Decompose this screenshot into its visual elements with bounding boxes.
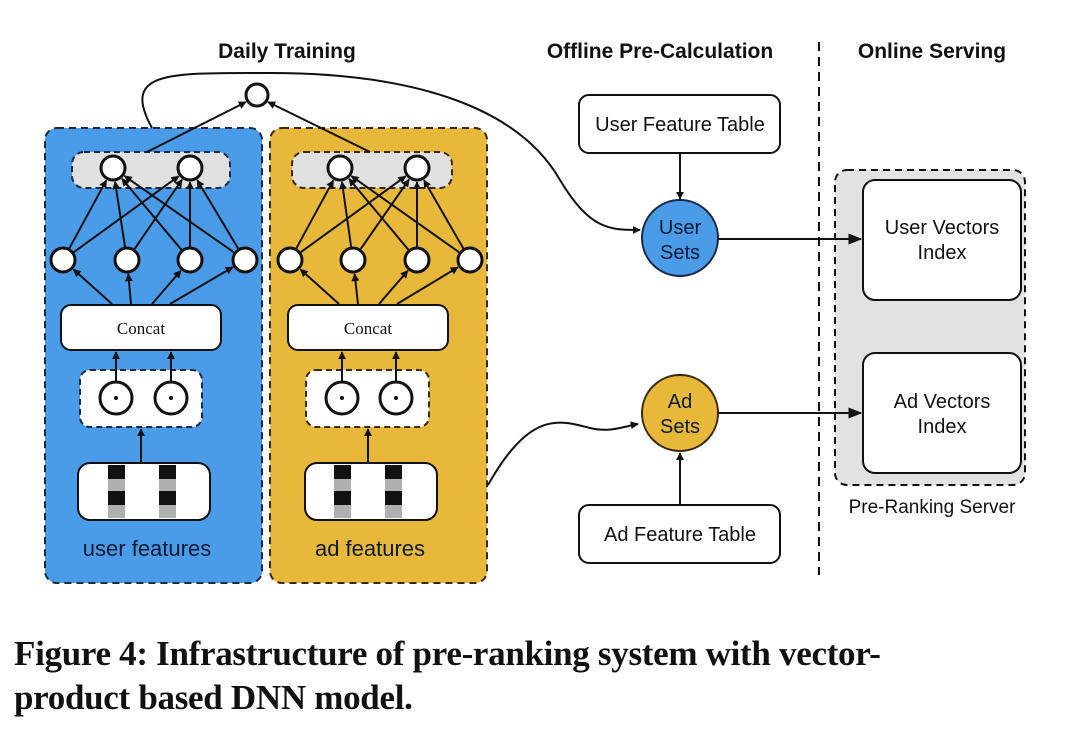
ad-tower: Concat ad features <box>269 127 488 584</box>
dot-icon <box>394 396 398 400</box>
user-hidden-node <box>113 246 141 274</box>
ad-concat-label: Concat <box>344 319 392 338</box>
user-feature-input <box>77 462 211 521</box>
user-sets-label-line2: Sets <box>660 242 700 264</box>
user-concat-to-hidden-edge <box>124 273 133 305</box>
ad-feature-bars-icon <box>334 465 402 518</box>
user-mlp-edge <box>196 179 240 251</box>
dot-icon <box>114 396 118 400</box>
user-sets-label-line1: User <box>659 217 702 239</box>
ad-sets-label-line1: Ad <box>668 391 692 413</box>
user-output-node <box>176 154 204 182</box>
user-concat-label: Concat <box>117 319 165 338</box>
section-title-daily-training: Daily Training <box>218 40 356 63</box>
ad-feature-input <box>304 462 438 521</box>
ad-vectors-index-label-line1: Ad Vectors <box>894 391 991 413</box>
user-feature-table-label: User Feature Table <box>595 114 765 136</box>
dot-icon <box>340 396 344 400</box>
user-hidden-node <box>176 246 204 274</box>
ad-to-similarity-edge <box>267 101 371 153</box>
ad-sets-label-line2: Sets <box>660 416 700 438</box>
ad-hidden-node <box>456 246 484 274</box>
ad-feature-table-box <box>578 504 781 564</box>
pre-ranking-server-label: Pre-Ranking Server <box>849 497 1017 518</box>
ad-hidden-node <box>403 246 431 274</box>
user-tower-to-user-sets-edge <box>141 71 641 234</box>
user-mlp-edge <box>112 181 127 249</box>
user-vectors-index-label-line1: User Vectors <box>885 217 999 239</box>
ad-mlp-edge <box>339 181 353 249</box>
figure-caption: Figure 4: Infrastructure of pre-ranking … <box>14 632 1074 720</box>
ad-mlp-edge <box>423 179 465 251</box>
user-tower: Concat user features <box>44 127 263 584</box>
user-concat-to-hidden-edge <box>151 269 182 305</box>
user-output-layer <box>71 151 231 189</box>
ad-output-node <box>326 154 354 182</box>
user-hidden-node <box>231 246 259 274</box>
user-output-node <box>99 154 127 182</box>
ad-mlp-edge <box>299 175 407 254</box>
caption-line-2: product based DNN model. <box>14 678 413 717</box>
ad-concat-to-hidden-edge <box>351 273 360 305</box>
ad-vectors-index-label-line2: Index <box>918 416 967 438</box>
user-hidden-node <box>49 246 77 274</box>
ad-tower-to-ad-sets-edge <box>487 421 639 486</box>
ad-hidden-node <box>339 246 367 274</box>
ad-mlp-edge <box>359 178 410 251</box>
user-features-label: user features <box>83 536 211 561</box>
ad-hidden-node <box>276 246 304 274</box>
user-feature-bars-icon <box>108 465 176 518</box>
ad-mlp-edge <box>348 178 411 252</box>
ad-feature-table-label: Ad Feature Table <box>604 524 756 546</box>
user-concat-box <box>60 304 222 351</box>
user-vectors-index-label-line2: Index <box>918 242 967 264</box>
ad-mlp-edge <box>294 179 335 250</box>
user-mlp-edge <box>132 178 183 251</box>
ad-vectors-index-box <box>862 352 1022 474</box>
similarity-output-node <box>244 82 270 108</box>
dot-icon <box>169 396 173 400</box>
ad-concat-to-hidden-edge <box>378 269 409 305</box>
user-mlp-edge <box>72 175 180 254</box>
ad-output-node <box>403 154 431 182</box>
ad-concat-to-hidden-edge <box>396 266 459 305</box>
user-concat-to-hidden-edge <box>72 268 113 305</box>
ad-concat-to-hidden-edge <box>299 268 340 305</box>
section-title-online: Online Serving <box>858 40 1006 63</box>
user-concat-to-hidden-edge <box>169 266 234 305</box>
tower-input-arrows <box>112 351 400 462</box>
caption-line-1: Figure 4: Infrastructure of pre-ranking … <box>14 634 881 673</box>
ad-features-label: ad features <box>315 536 425 561</box>
user-to-similarity-edge <box>146 101 247 153</box>
user-mlp-edge <box>123 175 236 254</box>
user-mlp-edge <box>67 179 108 250</box>
user-vectors-index-box <box>862 179 1022 301</box>
ad-concat-box <box>287 304 449 351</box>
ad-mlp-edge <box>350 175 461 254</box>
user-mlp-edge <box>121 178 184 252</box>
architecture-diagram: Daily Training Offline Pre-Calculation O… <box>44 40 1026 584</box>
section-title-offline: Offline Pre-Calculation <box>547 40 773 63</box>
ad-sets-node <box>641 374 719 452</box>
